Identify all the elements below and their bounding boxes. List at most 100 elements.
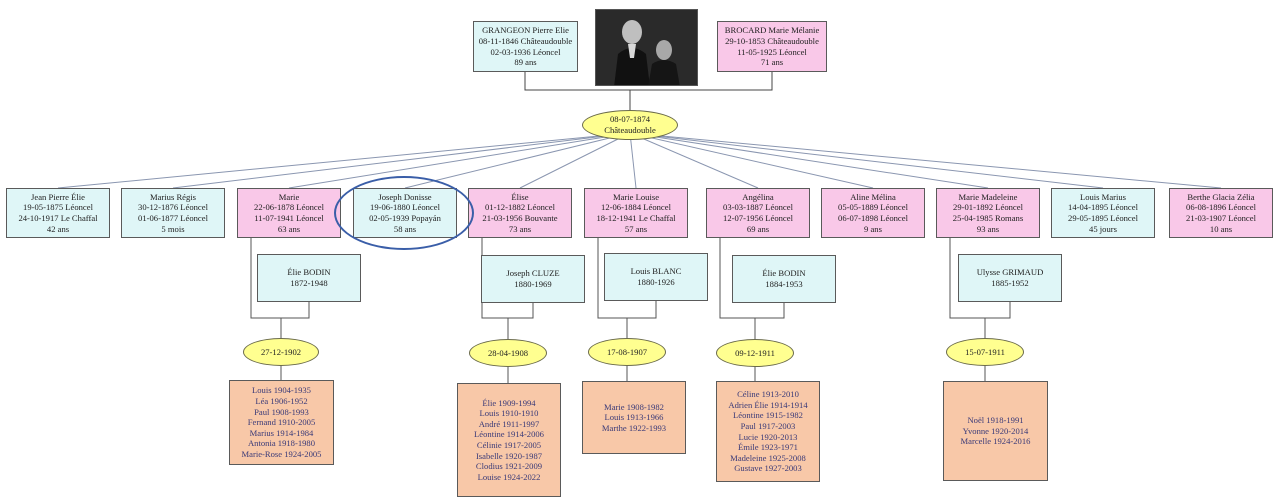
child-box-line: Marie xyxy=(278,191,300,202)
couple-bracket xyxy=(949,238,1011,319)
child-box-line: 21-03-1907 Léoncel xyxy=(1186,213,1256,223)
grandchildren-box-line: André 1911-1997 xyxy=(478,418,540,429)
mother-box-line: 71 ans xyxy=(760,57,784,68)
marriage-date: 28-04-1908 xyxy=(487,347,529,358)
child-box-line: 19-05-1875 Léoncel xyxy=(23,202,93,213)
child-box-line: Berthe Glacia Zélia xyxy=(1187,191,1255,202)
mother-box-line: 29-10-1853 Châteaudouble xyxy=(725,35,819,46)
marriage-date: 09-12-1911 xyxy=(735,347,775,358)
child-box-line: 9 ans xyxy=(864,223,882,234)
grandchildren-box-line: Louis 1910-1910 xyxy=(479,408,539,419)
marriage-date: 17-08-1907 xyxy=(606,346,648,357)
child-fan-line xyxy=(629,132,759,189)
child-box-line: 24-10-1917 Le Chaffal xyxy=(18,213,98,223)
child-box-line: Louis Marius xyxy=(1079,191,1127,202)
mother-box-line: 11-05-1925 Léoncel xyxy=(737,46,807,57)
spouse-box-line: Louis BLANC xyxy=(630,266,682,277)
grandchildren-box-line: Marius 1914-1984 xyxy=(249,427,314,438)
child-fan-line xyxy=(288,132,631,189)
child-box-line: 01-12-1882 Léoncel xyxy=(485,202,555,213)
child-box-line: 57 ans xyxy=(624,223,648,234)
child-box-line: 12-06-1884 Léoncel xyxy=(601,202,671,213)
couple-bracket xyxy=(250,238,310,319)
child-box-line: 25-04-1985 Romans xyxy=(952,213,1024,223)
spouse-box-line: Élie BODIN xyxy=(762,268,806,279)
child-box-line: 18-12-1941 Le Chaffal xyxy=(596,213,676,223)
spouse-box-line: 1884-1953 xyxy=(765,279,803,289)
marriage-date: 15-07-1911 xyxy=(965,346,1005,357)
father-box-line: 89 ans xyxy=(514,57,537,68)
child-fan-line xyxy=(172,132,631,189)
child-box-line: Aline Mélina xyxy=(850,191,896,202)
child-box-line: 29-05-1895 Léoncel xyxy=(1068,213,1138,223)
grandchildren-box-line: Élie 1909-1994 xyxy=(482,397,536,408)
grandchildren-box-line: Gustave 1927-2003 xyxy=(734,463,802,474)
spouse-box-line: Élie BODIN xyxy=(287,267,331,278)
grandchildren-box-line: Paul 1908-1993 xyxy=(254,406,309,417)
highlight-circle xyxy=(334,176,474,250)
spouse-box-line: 1872-1948 xyxy=(290,278,328,288)
spouse-box-line: 1880-1969 xyxy=(514,279,552,289)
child-box-line: 21-03-1956 Bouvante xyxy=(482,213,558,223)
child-box-line: 06-08-1896 Léoncel xyxy=(1186,202,1256,213)
child-box-line: 42 ans xyxy=(46,223,70,234)
parents-connector xyxy=(524,72,773,91)
father-box-line: GRANGEON Pierre Elie xyxy=(482,25,569,36)
marriage-date: 27-12-1902 xyxy=(260,346,302,357)
child-fan-line xyxy=(629,132,1222,189)
marriage-oval: 17-08-1907 xyxy=(588,338,666,366)
child-fan-line xyxy=(629,132,989,189)
child-box-line: 93 ans xyxy=(976,223,1000,234)
grandchildren-box-line: Adrien Élie 1914-1914 xyxy=(728,399,808,410)
portrait-image xyxy=(596,10,697,85)
child-fan-line xyxy=(57,132,631,189)
child-box-line: 45 jours xyxy=(1089,223,1117,234)
father-box-line: 02-03-1936 Léoncel xyxy=(490,46,561,57)
spouse-box-line: Joseph CLUZE xyxy=(506,268,560,279)
spouse-box-line: 1885-1952 xyxy=(991,278,1029,288)
grandchildren-box-line: Marie-Rose 1924-2005 xyxy=(241,448,322,459)
grandchildren-box-line: Madeleine 1925-2008 xyxy=(730,452,806,463)
grandchildren-box-line: Marcelle 1924-2016 xyxy=(960,436,1031,447)
child-box-line: 03-03-1887 Léoncel xyxy=(723,202,793,213)
grandchildren-box-line: Marthe 1922-1993 xyxy=(601,422,667,433)
grandchildren-box-line: Fernand 1910-2005 xyxy=(247,417,316,428)
child-box-line: 5 mois xyxy=(161,223,185,234)
grandchildren-box-line: Clodius 1921-2009 xyxy=(475,461,543,472)
child-box-line: 06-07-1898 Léoncel xyxy=(838,213,908,223)
couple-bracket xyxy=(719,238,785,319)
child-box-line: 63 ans xyxy=(277,223,301,234)
grandchildren-box-line: Isabelle 1920-1987 xyxy=(475,450,543,461)
child-box-line: Élise xyxy=(511,191,529,202)
child-fan-line xyxy=(629,132,874,189)
child-box-line: Marius Régis xyxy=(149,191,197,202)
grandchildren-box-line: Célinie 1917-2005 xyxy=(476,440,542,450)
child-box-line: 22-06-1878 Léoncel xyxy=(254,202,324,213)
marriage-date-line: 08-07-1874 xyxy=(609,114,651,125)
spouse-box-line: 1880-1926 xyxy=(637,277,675,287)
child-box-line: Angélina xyxy=(742,191,774,202)
marriage-oval: 28-04-1908 xyxy=(469,339,547,367)
spouse-box-line: Ulysse GRIMAUD xyxy=(976,267,1044,278)
marriage-oval: 15-07-1911 xyxy=(946,338,1024,366)
grandchildren-box-line: Céline 1913-2010 xyxy=(737,389,799,400)
portrait-photo xyxy=(595,9,698,86)
child-box-line: Marie Madeleine xyxy=(958,191,1018,202)
child-fan-line xyxy=(629,132,1104,189)
